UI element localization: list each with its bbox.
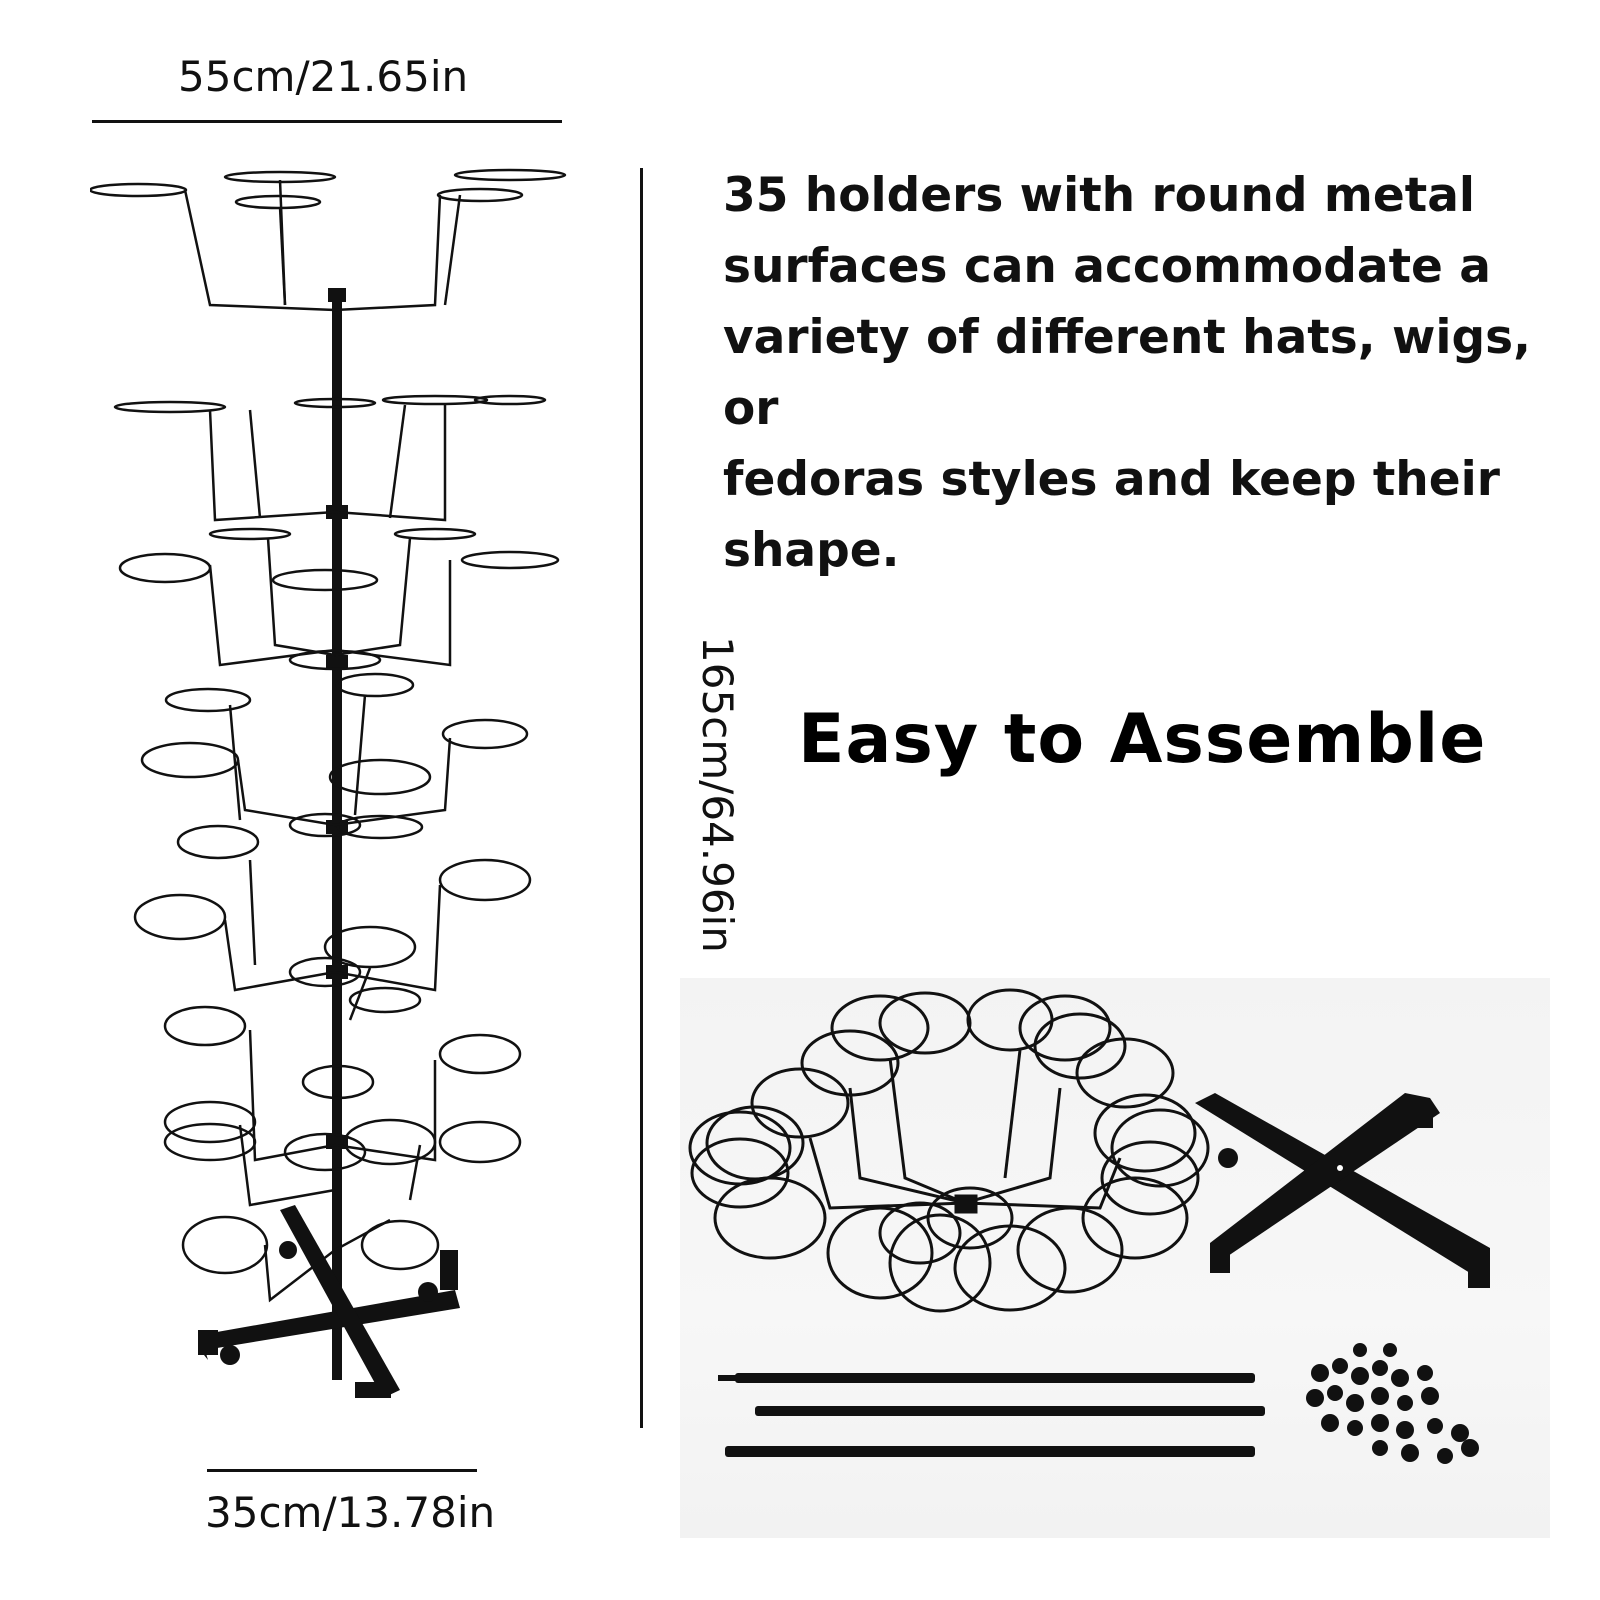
parts-photo — [680, 978, 1550, 1538]
width-top-rule — [92, 120, 562, 123]
height-rule — [640, 168, 643, 1428]
product-description: 35 holders with round metal surfaces can… — [723, 168, 1531, 578]
hat-rack-stand-image — [90, 168, 567, 1398]
height-label: 165cm/64.96in — [693, 636, 742, 953]
easy-to-assemble-heading: Easy to Assemble — [798, 700, 1487, 779]
disassembled-parts-image — [688, 988, 1490, 1464]
width-bottom-label: 35cm/13.78in — [205, 1488, 496, 1537]
width-bottom-rule — [207, 1469, 477, 1472]
width-top-label: 55cm/21.65in — [178, 52, 469, 101]
